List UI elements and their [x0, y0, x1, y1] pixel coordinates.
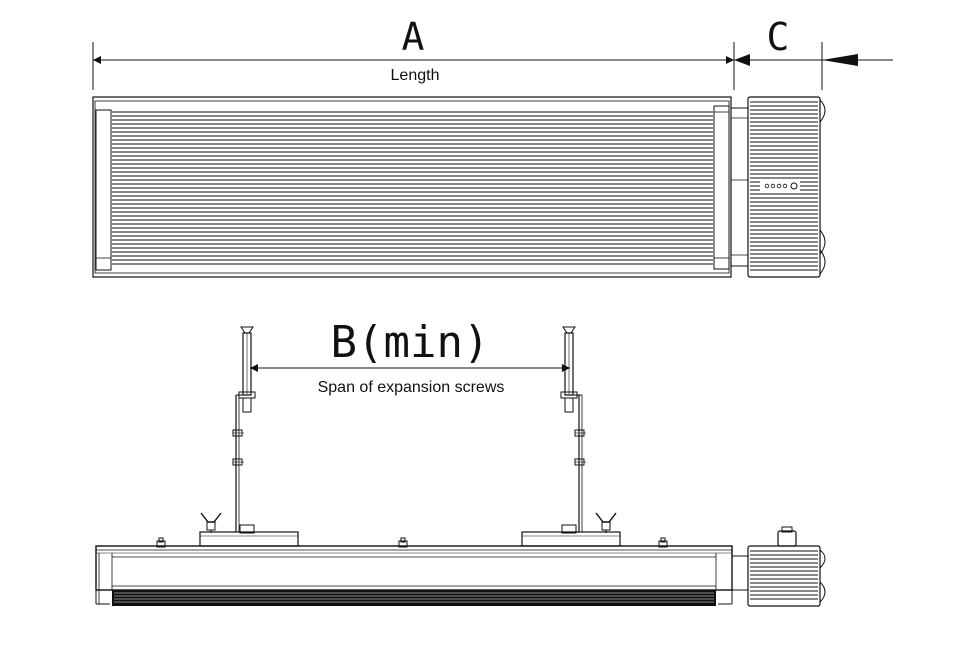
dimension-c: C	[733, 15, 893, 90]
mounting-plate-left	[199, 531, 299, 547]
end-cap-left	[95, 109, 112, 271]
expansion-screw-right	[560, 326, 578, 413]
dim-c-letter: C	[767, 15, 790, 59]
control-indicator-lights	[764, 182, 798, 190]
dim-a-letter: A	[402, 15, 425, 59]
dimension-a: A Length	[92, 15, 735, 90]
dim-c-arrow-left	[734, 54, 750, 66]
bolt-icon	[398, 537, 408, 548]
heating-element-strip	[112, 590, 716, 606]
mounting-plate-right	[521, 531, 621, 547]
expansion-screw-left	[238, 326, 256, 413]
bolt-icon	[156, 537, 166, 548]
bracket-connector-bottom	[731, 555, 749, 591]
junction-box-icon	[777, 526, 797, 547]
heater-side-profile-top	[747, 96, 826, 278]
end-cap-right	[713, 105, 730, 270]
bolt-icon	[658, 537, 668, 548]
dim-b-caption: Span of expansion screws	[318, 379, 505, 396]
heater-top-front-view	[92, 96, 749, 278]
wing-nut-left-icon	[200, 512, 222, 533]
dim-c-arrow-right	[822, 54, 858, 66]
power-button-icon	[790, 182, 798, 190]
hanging-bracket-right	[561, 394, 586, 534]
dim-b-letter: B(min)	[331, 317, 490, 368]
radiant-fins	[112, 111, 713, 265]
heater-side-profile-bottom	[747, 526, 826, 607]
wing-nut-right-icon	[595, 512, 617, 533]
heater-bottom-side-view	[95, 537, 749, 606]
bracket-connector-top	[730, 107, 749, 267]
hanging-bracket-left	[232, 394, 255, 534]
dim-a-caption: Length	[391, 67, 440, 84]
dimension-b: B(min) Span of expansion screws	[250, 317, 570, 396]
